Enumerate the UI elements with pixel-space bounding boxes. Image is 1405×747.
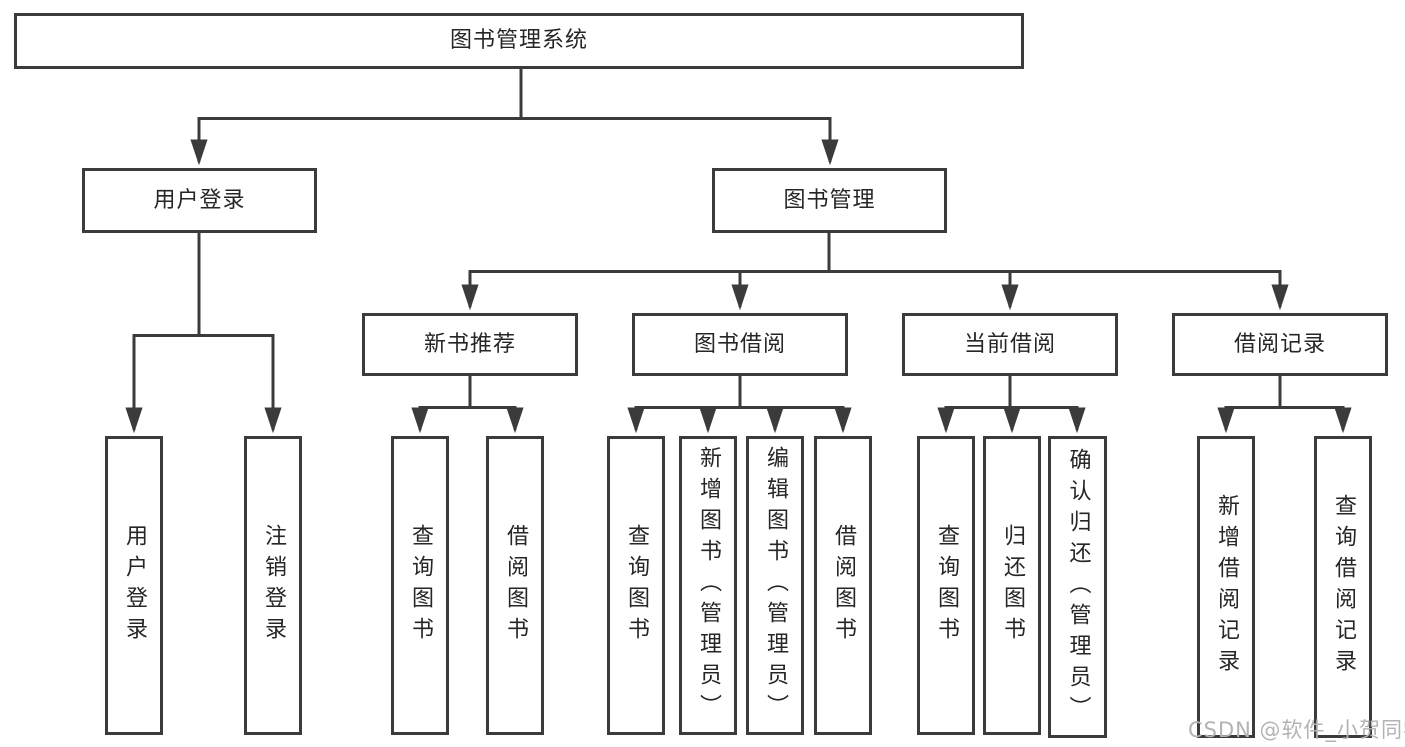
csdn-watermark: CSDN @软件_小贺同学 xyxy=(1188,718,1405,742)
leaf-add-book-admin: 新增图书（管理员） xyxy=(679,436,737,735)
leaf-borrow-query-book: 查询图书 xyxy=(607,436,665,735)
leaf-newbook-borrow-book: 借阅图书 xyxy=(486,436,544,735)
connector-new-book-to-leaves xyxy=(411,376,524,434)
node-current-borrow: 当前借阅 xyxy=(902,313,1118,376)
connector-user-login-to-leaves xyxy=(125,233,282,434)
leaf-logout: 注销登录 xyxy=(244,436,302,735)
node-user-login: 用户登录 xyxy=(82,168,317,233)
node-borrow-record: 借阅记录 xyxy=(1172,313,1388,376)
connector-book-borrow-to-leaves xyxy=(627,376,852,434)
leaf-borrow-book: 借阅图书 xyxy=(814,436,872,735)
node-book-management: 图书管理 xyxy=(712,168,947,233)
connector-borrow-record-to-leaves xyxy=(1217,376,1352,434)
leaf-newbook-query-book: 查询图书 xyxy=(391,436,449,735)
connector-book-management-to-level3 xyxy=(461,233,1289,311)
node-new-book-recommend: 新书推荐 xyxy=(362,313,578,376)
leaf-confirm-return-admin: 确认归还（管理员） xyxy=(1048,436,1107,738)
connector-root-to-level2 xyxy=(190,68,839,166)
node-book-borrow: 图书借阅 xyxy=(632,313,848,376)
leaf-user-login: 用户登录 xyxy=(105,436,163,735)
leaf-edit-book-admin: 编辑图书（管理员） xyxy=(746,436,804,735)
leaf-current-query-book: 查询图书 xyxy=(917,436,975,735)
leaf-add-borrow-record: 新增借阅记录 xyxy=(1197,436,1255,738)
node-library-management-system: 图书管理系统 xyxy=(14,13,1024,69)
leaf-return-book: 归还图书 xyxy=(983,436,1041,735)
connector-current-borrow-to-leaves xyxy=(937,376,1086,434)
leaf-query-borrow-record: 查询借阅记录 xyxy=(1314,436,1372,738)
